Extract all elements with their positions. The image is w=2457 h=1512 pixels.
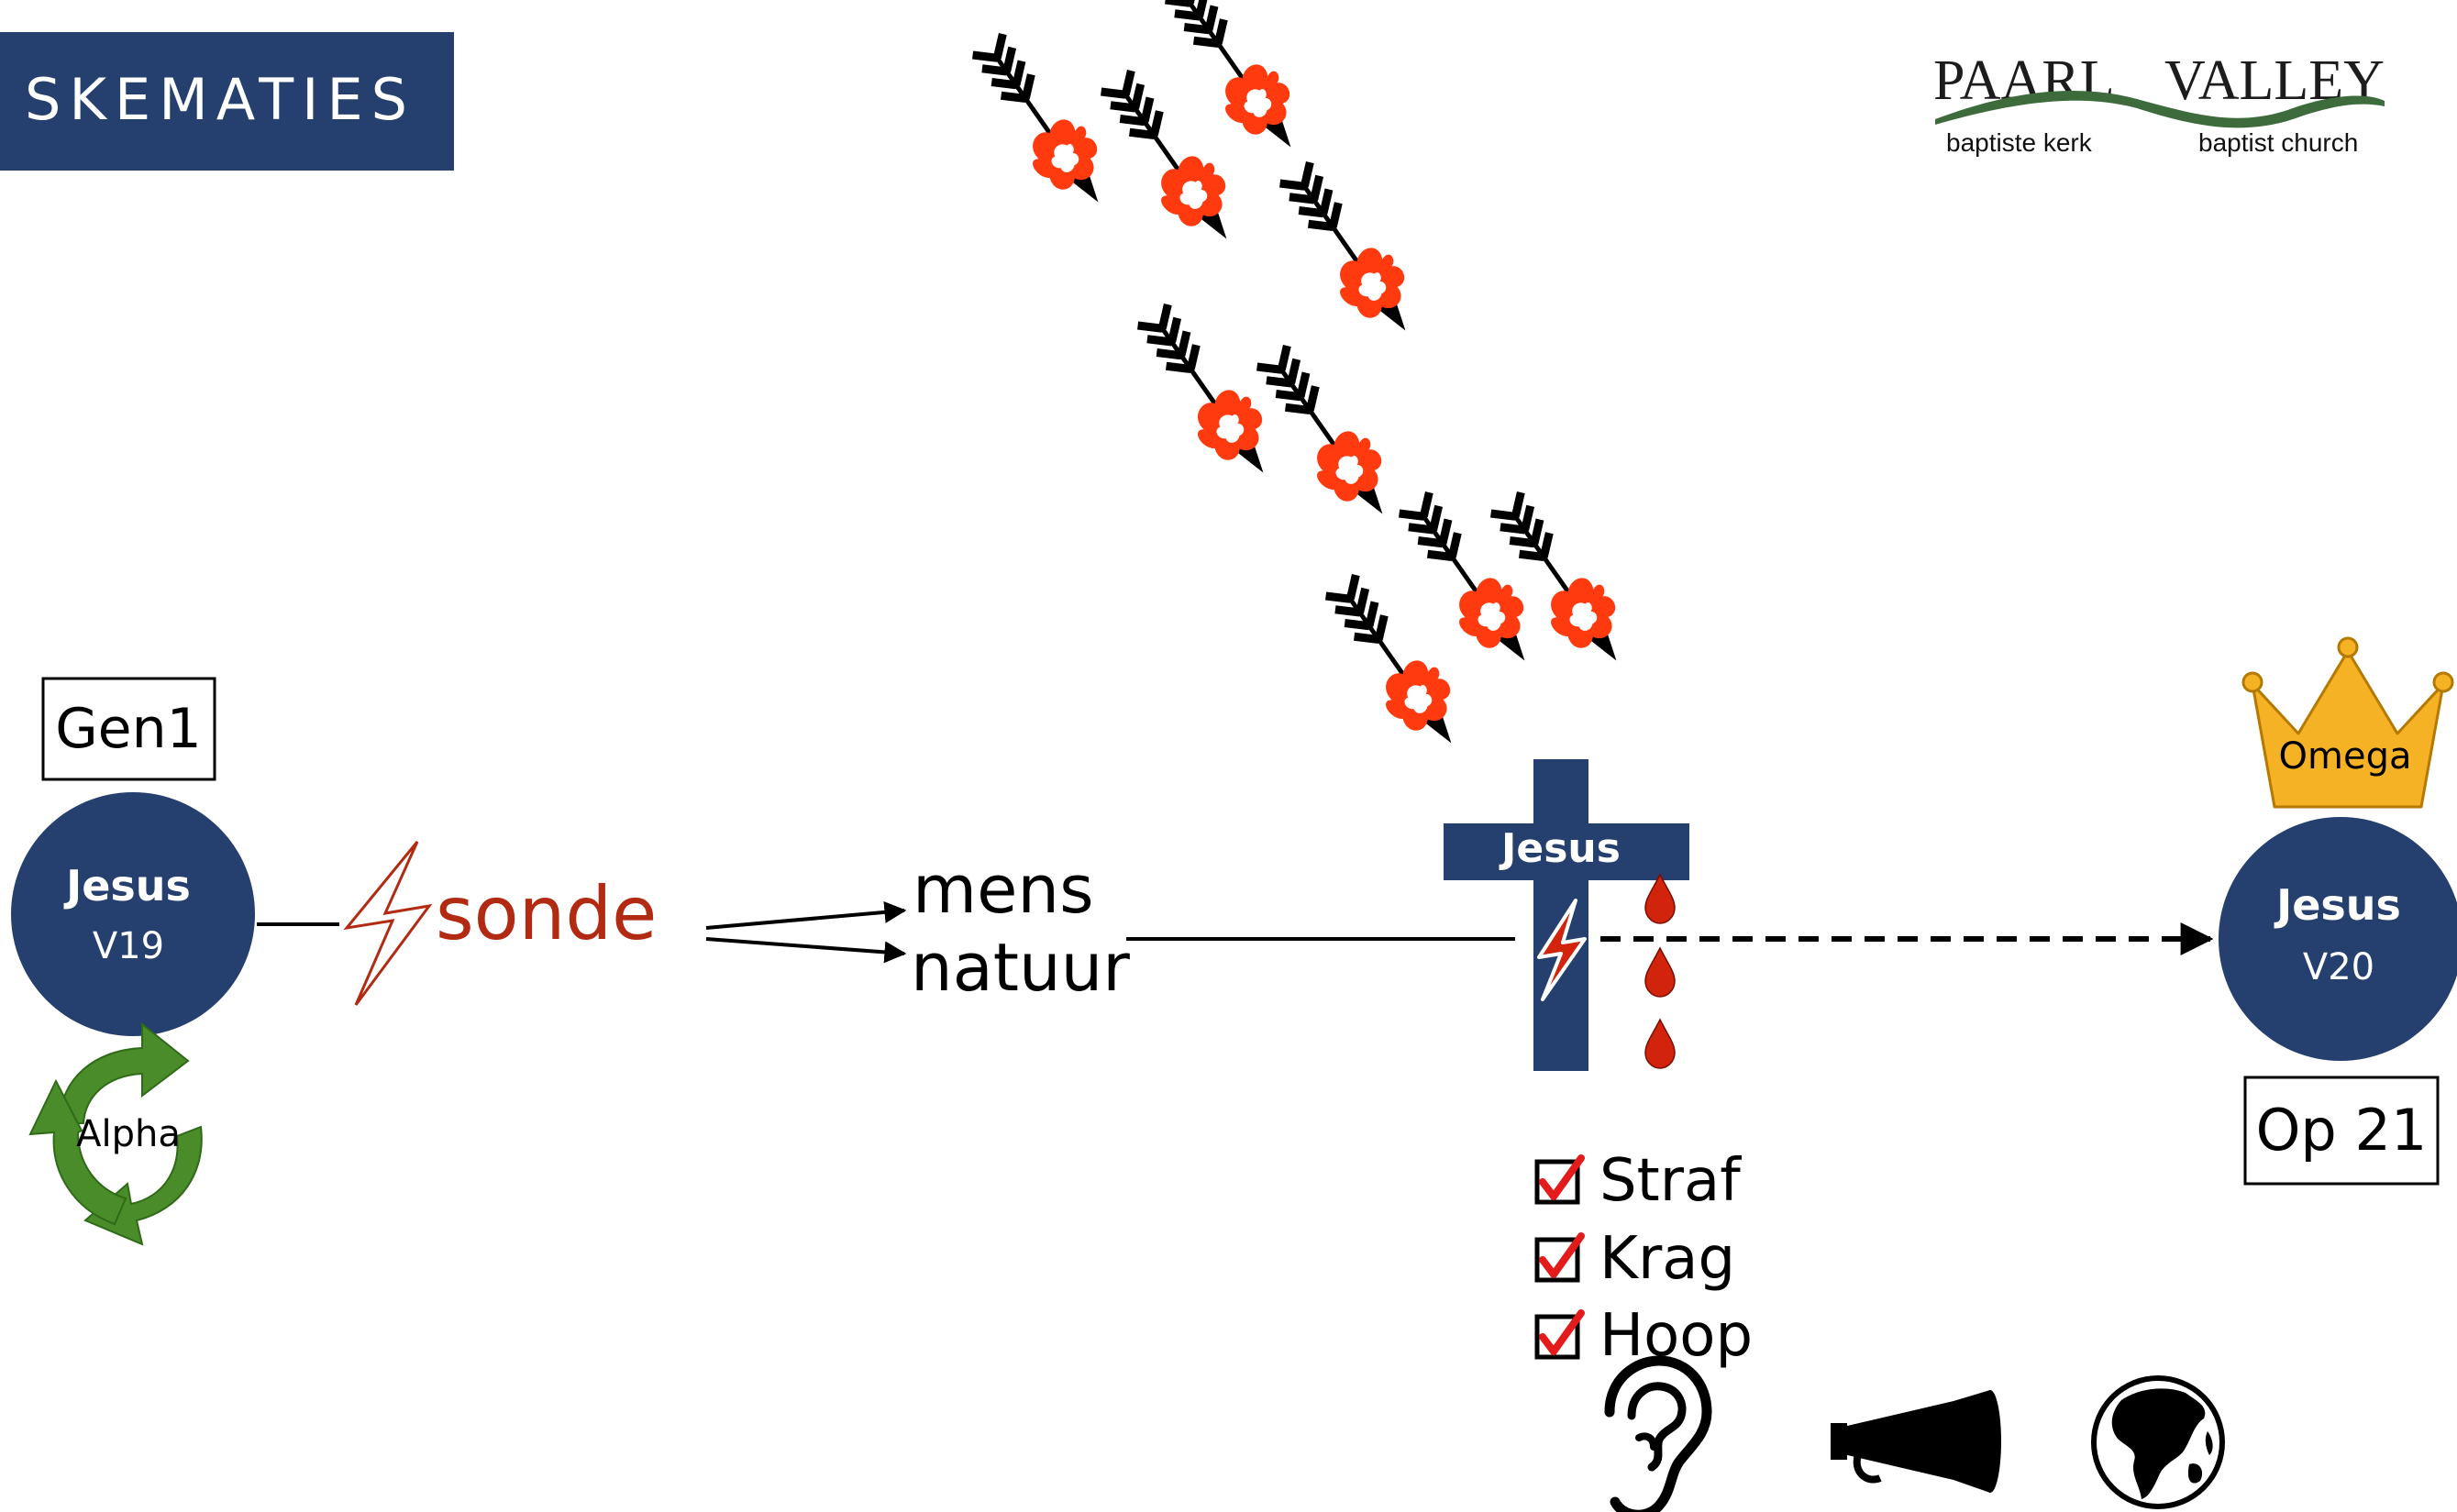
megaphone-icon	[1831, 1390, 2001, 1493]
checklist-label: Krag	[1599, 1225, 1735, 1293]
checkbox-checked-icon	[1537, 1236, 1581, 1280]
sin-label: sonde	[436, 871, 657, 956]
flaming-arrow-1	[960, 27, 1123, 221]
header-title: SKEMATIES	[25, 66, 415, 133]
lightning-icon	[343, 841, 433, 1006]
op21-box	[2243, 1076, 2440, 1186]
flaming-arrow-8	[1478, 485, 1642, 679]
op21-label: Op 21	[2256, 1097, 2428, 1164]
cross-lightning-icon	[1537, 899, 1587, 1001]
flaming-arrow-4	[1267, 155, 1431, 349]
checklist-label: Straf	[1599, 1147, 1742, 1215]
cross-vertical	[1533, 759, 1588, 1071]
flaming-arrow-6	[1245, 338, 1408, 533]
jesus-v19-sub: V19	[93, 925, 164, 967]
flaming-arrow-5	[1125, 297, 1289, 491]
jesus-v19-circle	[11, 792, 255, 1036]
cycle-arrows-icon	[28, 1021, 203, 1246]
header-badge: SKEMATIES	[0, 32, 454, 171]
jesus-v20-circle	[2219, 817, 2457, 1061]
arrow-to-mens	[705, 900, 907, 930]
blood-drop-1	[1644, 874, 1676, 924]
jesus-v20-sub: V20	[2303, 946, 2374, 988]
checkbox-checked-icon	[1537, 1158, 1581, 1202]
blood-drop-3	[1644, 1019, 1676, 1069]
checklist-item: Straf	[1537, 1147, 1742, 1215]
omega-label: Omega	[2279, 735, 2412, 778]
cross-label: Jesus	[1499, 825, 1621, 872]
jesus-v20-title: Jesus	[2274, 880, 2401, 930]
checkbox-checked-icon	[1537, 1313, 1581, 1357]
logo-sub-english: baptist church	[2198, 128, 2358, 157]
left-section: Gen1 Jesus V19 Alpha	[11, 677, 255, 1246]
cross: Jesus	[1444, 759, 1689, 1071]
checklist: Straf Krag Hoop	[1537, 1147, 1753, 1370]
ear-icon	[1604, 1355, 1712, 1512]
crown-icon	[2241, 636, 2454, 809]
logo-sub-afrikaans: baptiste kerk	[1946, 128, 2093, 157]
arrow-to-natuur	[705, 937, 907, 964]
gen1-box	[41, 677, 216, 781]
natuur-label: natuur	[911, 929, 1130, 1006]
blood-drop-2	[1644, 947, 1676, 998]
flaming-arrow-9	[1313, 568, 1477, 762]
globe-icon	[2091, 1375, 2225, 1509]
flaming-arrows	[960, 0, 1642, 762]
church-logo: PAARL VALLEY baptiste kerk baptist churc…	[1933, 50, 2385, 157]
flaming-arrow-3	[1153, 0, 1316, 166]
alpha-label: Alpha	[76, 1113, 181, 1155]
mens-label: mens	[913, 851, 1094, 928]
gen1-label: Gen1	[55, 697, 202, 761]
middle-section: sonde mens natuur	[257, 841, 1515, 1006]
checklist-item: Krag	[1537, 1225, 1735, 1293]
logo-valley-swoosh	[1935, 90, 2385, 128]
right-section: Omega Jesus V20 Op 21	[2219, 636, 2457, 1186]
cross-horizontal	[1444, 823, 1689, 880]
jesus-v19-title: Jesus	[63, 861, 191, 911]
